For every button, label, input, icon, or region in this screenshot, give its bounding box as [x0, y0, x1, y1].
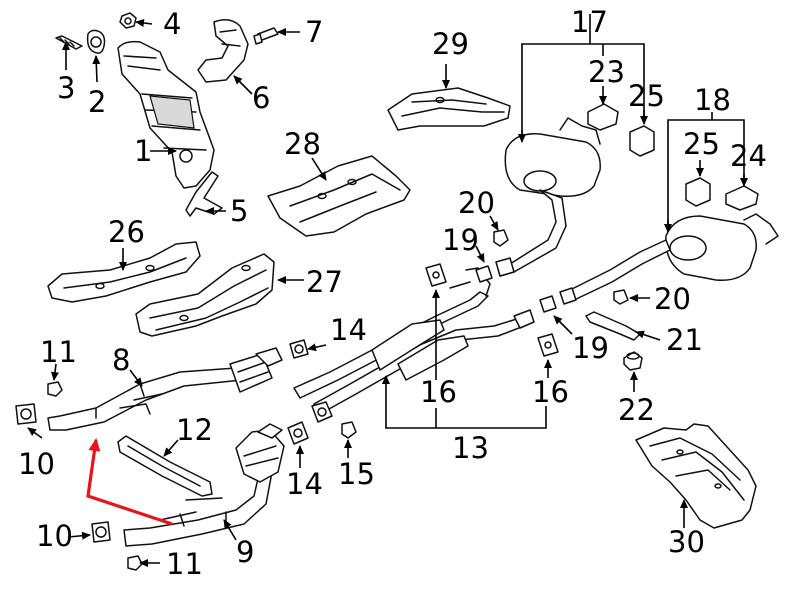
callout-11-upper: 11 — [40, 335, 77, 369]
pipe-bracket-part — [117, 435, 213, 497]
rubber-hanger-lower-part — [537, 333, 559, 357]
rear-floor-heat-shield-part — [387, 87, 511, 131]
nut-part — [119, 12, 137, 29]
bracket-part — [185, 171, 223, 217]
front-pipe-heat-shield-part — [47, 241, 201, 303]
callout-17: 17 — [571, 5, 608, 39]
muffler-gasket-lower-part — [539, 295, 557, 313]
callout-7: 7 — [305, 15, 323, 49]
center-heat-shield-part — [135, 253, 275, 337]
callout-26: 26 — [108, 215, 145, 249]
callout-19-lower: 19 — [572, 331, 609, 365]
callout-29: 29 — [432, 27, 469, 61]
callout-20-upper: 20 — [458, 186, 495, 220]
callout-12: 12 — [176, 413, 213, 447]
callout-24: 24 — [730, 139, 767, 173]
front-pipe-lower-part — [123, 423, 285, 547]
callout-8: 8 — [112, 343, 130, 377]
callout-labels: 1 2 3 4 5 6 7 8 9 10 10 11 11 12 13 14 1… — [18, 5, 767, 581]
callout-23: 23 — [588, 55, 625, 89]
callout-15: 15 — [338, 457, 375, 491]
callout-30: 30 — [668, 525, 705, 559]
left-muffler-part — [495, 117, 601, 277]
bolt-part — [253, 27, 279, 45]
hanger-nut-part — [493, 229, 509, 247]
rubber-hanger-part — [425, 263, 447, 287]
callout-3: 3 — [57, 71, 75, 105]
flange-nut-lower-part — [127, 555, 143, 571]
callout-27: 27 — [306, 265, 343, 299]
muffler-gasket-part — [475, 265, 493, 283]
callout-16-left: 16 — [420, 375, 457, 409]
callout-19-upper: 19 — [442, 223, 479, 257]
front-pipe-upper-part — [47, 347, 283, 431]
floor-heat-shield-part — [267, 155, 411, 237]
callout-28: 28 — [284, 127, 321, 161]
callout-22: 22 — [618, 393, 655, 427]
skid-plate-part — [635, 423, 757, 529]
center-nut-part — [341, 421, 357, 439]
callout-5: 5 — [230, 194, 248, 228]
catalyst-heat-shield-part — [197, 19, 249, 83]
callout-10-lower: 10 — [36, 519, 73, 553]
callout-9: 9 — [236, 535, 254, 569]
rear-hanger-bracket-part — [725, 185, 759, 211]
callout-25-lower: 25 — [683, 127, 720, 161]
stud-part — [55, 35, 83, 50]
center-gasket-part — [289, 339, 309, 359]
callout-1: 1 — [134, 134, 152, 168]
callout-25-upper: 25 — [628, 79, 665, 113]
callout-2: 2 — [88, 85, 106, 119]
intermediate-pipe-part — [293, 267, 535, 423]
flange-nut-part — [47, 381, 63, 397]
mount-nut-part — [623, 351, 643, 371]
hanger-bracket-part — [587, 103, 619, 131]
callout-14-lower: 14 — [286, 467, 323, 501]
hanger-insulator-part — [629, 125, 655, 157]
pipe-gasket-part — [15, 403, 37, 425]
right-muffler-part — [559, 213, 779, 305]
callout-4: 4 — [163, 7, 181, 41]
callout-14-upper: 14 — [330, 313, 367, 347]
gasket-part — [86, 29, 106, 54]
leader-lines — [27, 14, 748, 567]
hanger-nut-lower-part — [613, 289, 629, 305]
callout-11-lower: 11 — [166, 547, 203, 581]
hanger-insulator-right-part — [685, 177, 711, 207]
callout-16-right: 16 — [532, 375, 569, 409]
front-catalytic-converter-part — [117, 40, 215, 189]
callout-6: 6 — [252, 81, 270, 115]
pipe-gasket-lower-part — [91, 521, 111, 543]
callout-20-lower: 20 — [654, 282, 691, 316]
callout-10-upper: 10 — [18, 447, 55, 481]
callout-13: 13 — [452, 431, 489, 465]
callout-21: 21 — [666, 323, 703, 357]
callout-18: 18 — [694, 83, 731, 117]
center-gasket-lower-part — [287, 421, 309, 445]
highlight-arrow — [86, 438, 173, 526]
